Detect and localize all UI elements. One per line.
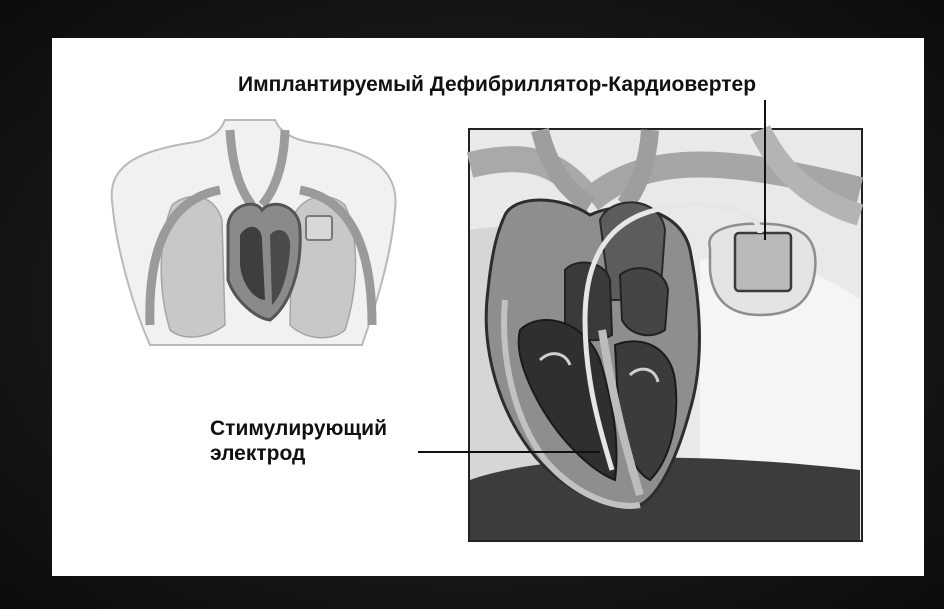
icd-label: Имплантируемый Дефибриллятор-Кардиоверте… (238, 72, 756, 97)
electrode-label-line2: электрод (210, 441, 387, 466)
electrode-label-line1: Стимулирующий (210, 416, 387, 441)
electrode-label: Стимулирующий электрод (210, 416, 387, 466)
icd-device (735, 233, 791, 291)
torso-overview (112, 120, 396, 345)
heart-cross-section (469, 129, 862, 541)
